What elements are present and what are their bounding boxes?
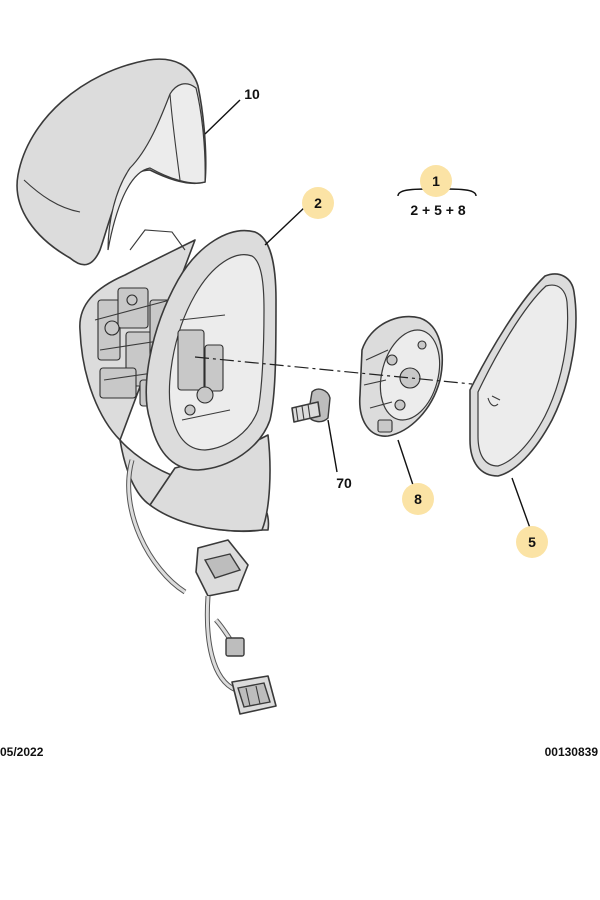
mirror-glass bbox=[469, 273, 577, 477]
glass-actuator bbox=[358, 315, 443, 437]
screw bbox=[291, 388, 331, 423]
footer-code: 00130839 bbox=[544, 745, 598, 759]
callout-70: 70 bbox=[336, 475, 352, 491]
callout-2-highlight bbox=[302, 187, 334, 219]
assembly-axis bbox=[194, 356, 473, 385]
callout-2: 2 bbox=[314, 195, 322, 211]
mirror-frame bbox=[145, 229, 277, 471]
footer-date: 05/2022 bbox=[0, 745, 44, 759]
callout-1-highlight bbox=[420, 165, 452, 197]
kit-formula: 2 + 5 + 8 bbox=[410, 202, 465, 218]
callout-8-highlight bbox=[402, 483, 434, 515]
callout-10: 10 bbox=[244, 86, 260, 102]
callout-5: 5 bbox=[528, 534, 536, 550]
callout-1: 1 bbox=[432, 173, 440, 189]
mirror-cover-cap bbox=[16, 58, 207, 266]
callout-5-highlight bbox=[516, 526, 548, 558]
cable-harness bbox=[126, 459, 277, 715]
callout-8: 8 bbox=[414, 491, 422, 507]
